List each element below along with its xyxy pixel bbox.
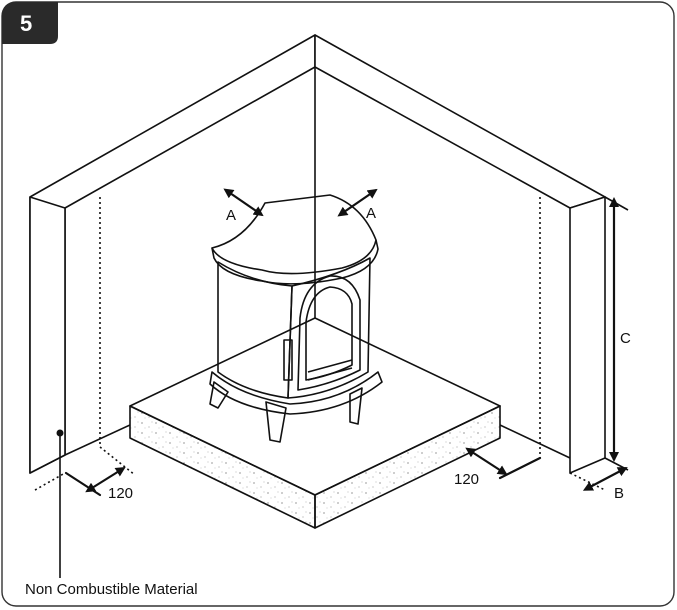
clearance-a-arrows: A A — [223, 188, 378, 224]
label-a-left: A — [226, 207, 236, 224]
material-callout: Non Combustible Material — [25, 429, 198, 598]
dimension-120-left: 120 — [64, 466, 133, 502]
label-120-right: 120 — [454, 471, 479, 488]
label-a-right: A — [366, 205, 376, 222]
corner-walls — [29, 34, 606, 474]
label-b: B — [614, 485, 624, 502]
figure-number-badge: 5 — [2, 2, 58, 44]
figure-number: 5 — [20, 11, 32, 36]
hearth — [129, 317, 501, 529]
label-material: Non Combustible Material — [25, 581, 198, 598]
clearance-lines — [34, 197, 606, 491]
dimension-b: B — [582, 467, 628, 502]
label-c: C — [620, 330, 631, 347]
label-120-left: 120 — [108, 485, 133, 502]
dimension-120-right: 120 — [454, 447, 542, 488]
